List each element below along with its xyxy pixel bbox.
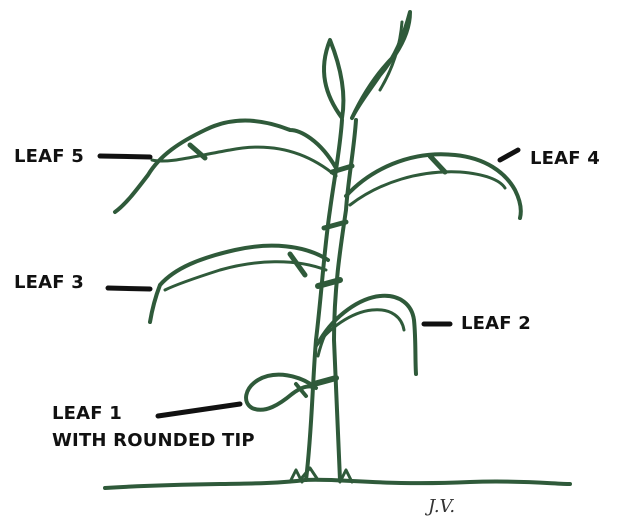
- leader-line-leaf-1: [158, 404, 240, 416]
- leader-line-leaf-4: [500, 150, 518, 160]
- top-whorl-leaf: [324, 40, 344, 118]
- label-leaf-5: LEAF 5: [14, 146, 84, 168]
- leaf-4: [350, 172, 505, 205]
- label-leaf-3: LEAF 3: [14, 272, 84, 294]
- leader-line-leaf-5: [100, 156, 150, 157]
- stalk-node: [314, 378, 336, 384]
- label-leaf-1: LEAF 1: [52, 403, 122, 425]
- leader-line-leaf-3: [108, 288, 150, 289]
- leaf-5: [152, 147, 336, 176]
- ground-line: [105, 480, 570, 488]
- label-leaf-1-note: WITH ROUNDED TIP: [52, 430, 255, 452]
- leaf-4: [346, 154, 521, 218]
- leaf-5: [115, 121, 336, 212]
- label-leaf-2: LEAF 2: [461, 313, 531, 335]
- artist-signature: J.V.: [424, 496, 455, 517]
- leaf-4-twist: [430, 156, 445, 172]
- label-leaf-4: LEAF 4: [530, 148, 600, 170]
- leaf-1: [246, 375, 316, 410]
